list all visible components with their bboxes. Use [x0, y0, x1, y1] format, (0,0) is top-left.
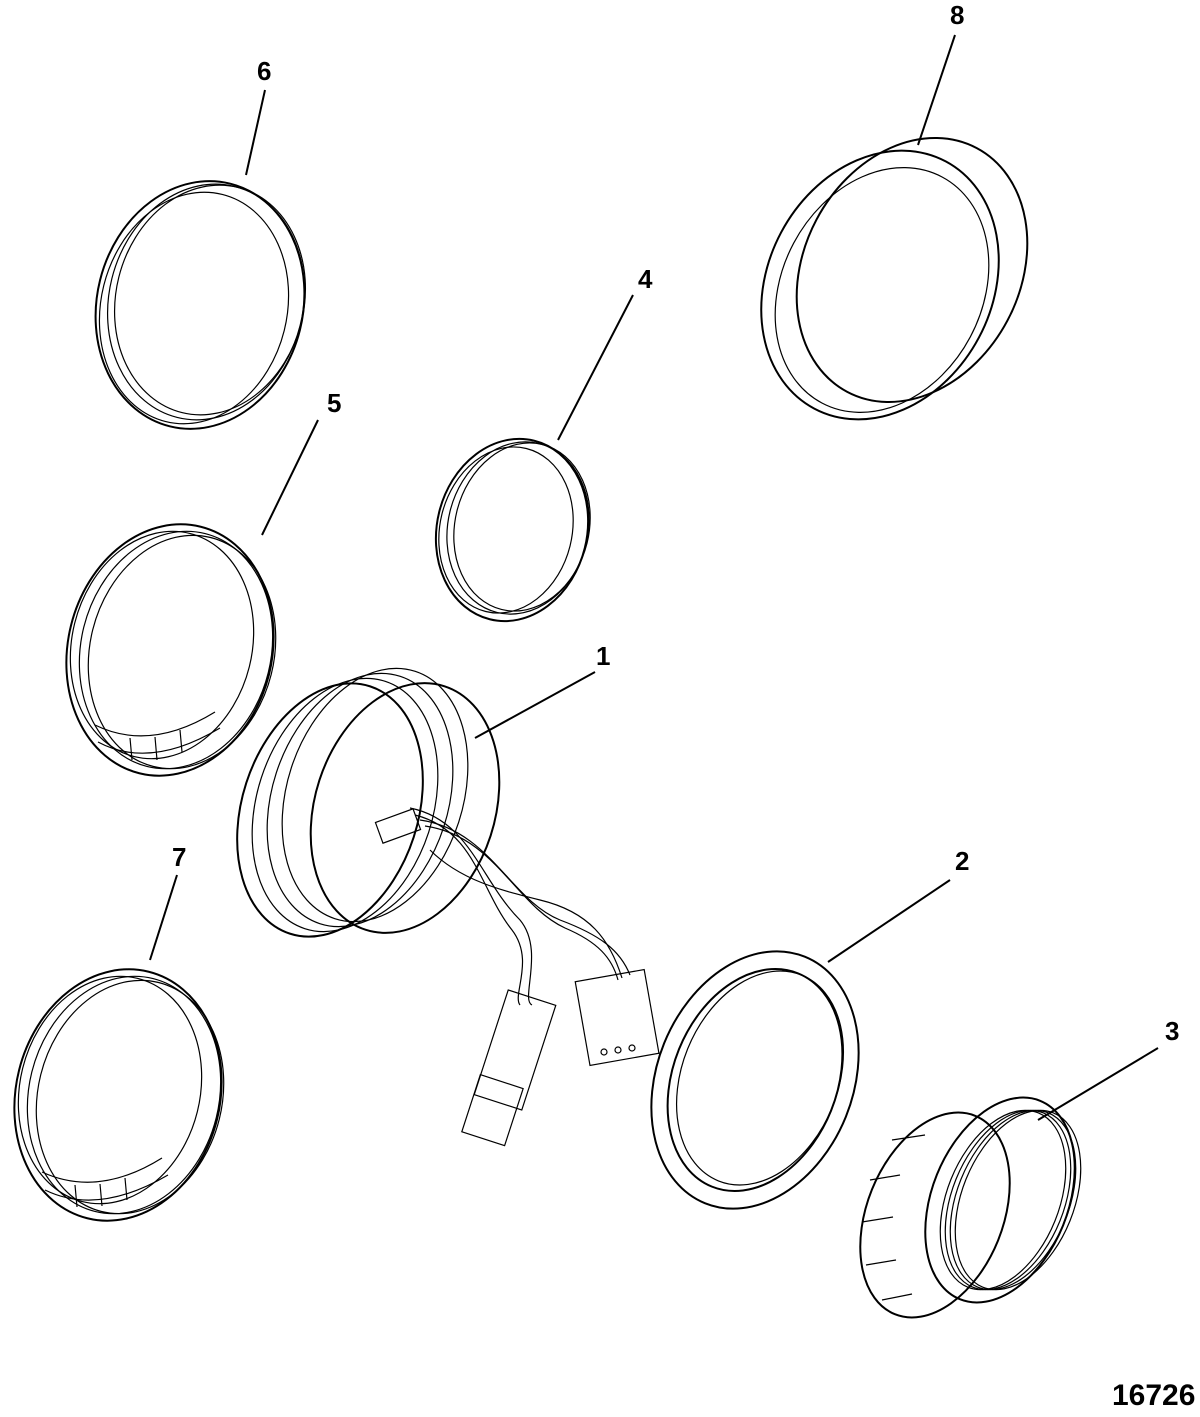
- callout-5: 5: [327, 388, 341, 418]
- part-4-small-ring: [434, 437, 591, 623]
- callout-2: 2: [955, 846, 969, 876]
- leader-6: [245, 89, 266, 176]
- figure-number: 16726: [1112, 1379, 1195, 1412]
- leader-5: [261, 419, 319, 536]
- part-8-cup-ring: [760, 137, 1029, 421]
- callout-1: 1: [596, 641, 610, 671]
- callout-8: 8: [950, 0, 964, 30]
- leader-2: [827, 879, 951, 963]
- part-5-bezel-ring: [65, 523, 277, 777]
- leader-8: [917, 34, 956, 146]
- callout-4: 4: [638, 264, 653, 294]
- part-2-flat-ring: [650, 950, 860, 1210]
- leader-4: [557, 294, 634, 441]
- part-7-bezel-ring: [13, 968, 225, 1222]
- leader-1: [474, 671, 596, 739]
- callout-3: 3: [1165, 1016, 1179, 1046]
- callout-7: 7: [172, 842, 186, 872]
- callout-6: 6: [257, 56, 271, 86]
- part-3-retaining-nut: [859, 1096, 1082, 1319]
- leader-7: [149, 874, 178, 961]
- part-1-gauge-body: [236, 667, 660, 1147]
- leader-3: [1037, 1047, 1159, 1121]
- part-6-bezel-ring: [94, 180, 307, 430]
